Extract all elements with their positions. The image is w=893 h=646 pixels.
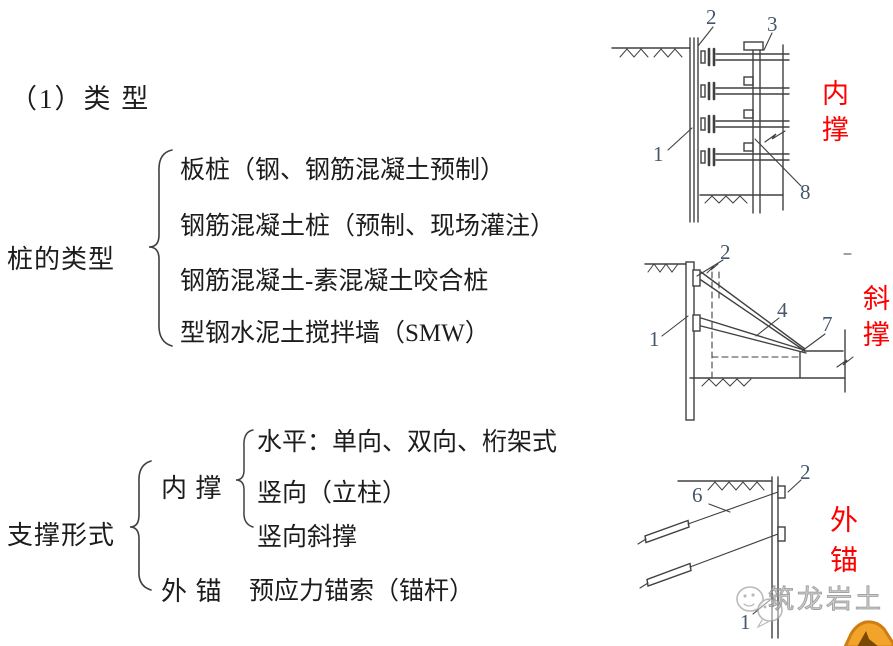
external-anchor-label: 外 锚 bbox=[161, 577, 223, 606]
internal-item-horizontal: 水平：单向、双向、桁架式 bbox=[257, 429, 558, 456]
strut-level-4 bbox=[700, 147, 790, 167]
support-tree-brace bbox=[129, 460, 152, 591]
internal-support-label: 内 撑 bbox=[161, 474, 223, 503]
figure-diagonal-bracing bbox=[644, 253, 854, 421]
fig2-callout-7: 7 bbox=[822, 312, 833, 336]
fig2-caption-diagonal-bracing: 斜撑 bbox=[859, 284, 889, 356]
pile-tree-brace bbox=[148, 149, 173, 347]
figure-external-anchor bbox=[637, 476, 802, 639]
fig2-callout-2: 2 bbox=[720, 240, 731, 264]
strut-level-3 bbox=[700, 114, 790, 134]
fig1-callout-1: 1 bbox=[653, 142, 664, 166]
pile-item-secant-pile: 钢筋混凝土-素混凝土咬合桩 bbox=[180, 268, 489, 295]
watermark-logo bbox=[736, 586, 783, 629]
fig3-callout-6: 6 bbox=[692, 483, 703, 507]
fig2-callout-1: 1 bbox=[649, 327, 660, 351]
pile-item-rc-pile: 钢筋混凝土桩（预制、现场灌注） bbox=[180, 213, 556, 240]
external-anchor-item: 预应力锚索（锚杆） bbox=[249, 578, 475, 605]
page-title: （1）类 型 bbox=[10, 84, 151, 114]
pile-item-sheet-pile: 板桩（钢、钢筋混凝土预制） bbox=[180, 157, 506, 184]
fig1-caption-internal-bracing: 内撑 bbox=[818, 79, 848, 151]
pile-item-smw-wall: 型钢水泥土搅拌墙（SMW） bbox=[180, 320, 490, 347]
figure-internal-bracing bbox=[611, 26, 802, 223]
fig1-callout-2: 2 bbox=[706, 5, 717, 29]
fig1-callout-3: 3 bbox=[767, 12, 778, 36]
pile-tree-label: 桩的类型 bbox=[7, 245, 116, 274]
fig2-callout-4: 4 bbox=[777, 298, 788, 322]
internal-item-vertical: 竖向（立柱） bbox=[257, 480, 408, 507]
fig3-callout-1: 1 bbox=[740, 610, 751, 634]
strut-level-1 bbox=[700, 47, 790, 67]
fig1-callout-8: 8 bbox=[800, 180, 811, 204]
support-tree-label: 支撑形式 bbox=[7, 521, 116, 550]
internal-support-brace bbox=[235, 429, 254, 528]
fig3-caption-external-anchor: 外锚 bbox=[826, 505, 857, 585]
fig3-callout-2: 2 bbox=[800, 460, 811, 484]
strut-level-2 bbox=[700, 81, 790, 101]
corner-logo bbox=[843, 620, 893, 646]
watermark-text: 筑龙岩土 bbox=[767, 585, 885, 615]
internal-item-vertical-diagonal: 竖向斜撑 bbox=[257, 524, 358, 551]
